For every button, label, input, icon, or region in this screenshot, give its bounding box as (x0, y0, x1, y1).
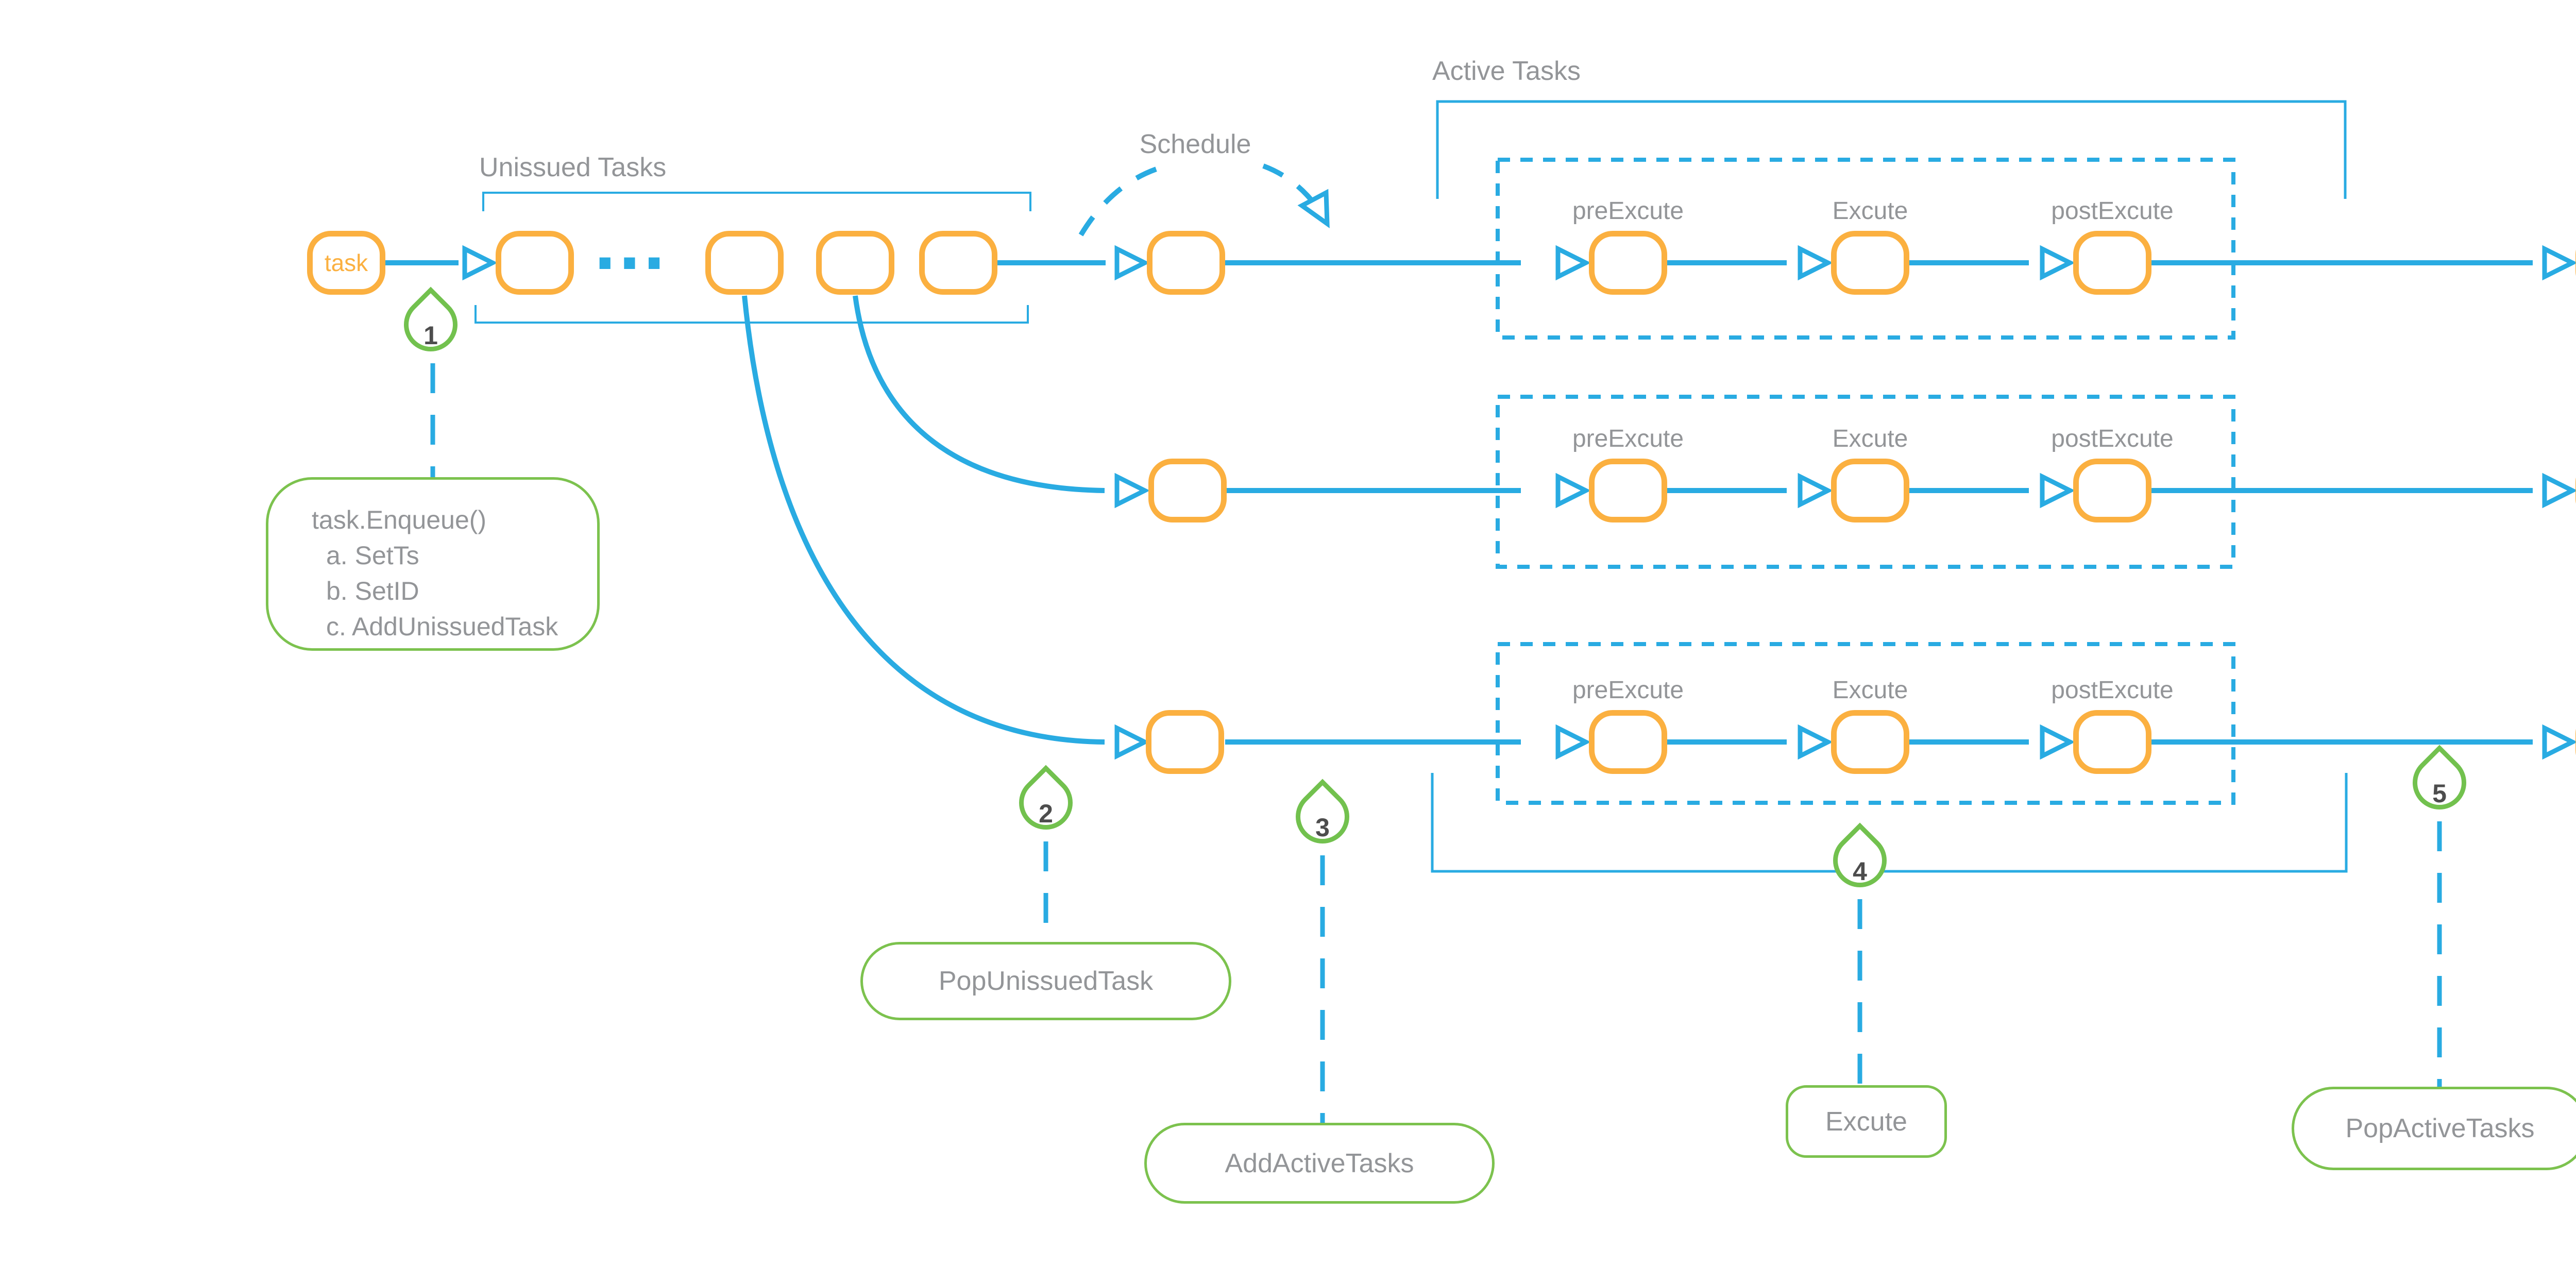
marker-2-number: 2 (1039, 799, 1053, 828)
unissued-tasks-title: Unissued Tasks (479, 153, 667, 182)
row1-preexcute-node (1589, 231, 1667, 295)
row2-excute-node (1831, 459, 1909, 522)
schedule-arc-left (1078, 162, 1172, 237)
schedule-arc-right (1262, 163, 1330, 225)
row1-start-node (1147, 231, 1225, 295)
queue-node-4 (919, 231, 997, 295)
pop-active-label: PopActiveTasks (2345, 1114, 2535, 1143)
row3-preexcute-node (1589, 710, 1667, 774)
arrowhead (1798, 473, 1834, 509)
row1-postexcute-node (2073, 231, 2151, 295)
row1-postexcute-label: postExcute (2051, 197, 2174, 225)
schedule-arrowhead (1297, 189, 1330, 228)
curve-queue-to-row2 (853, 295, 1105, 493)
row3-postexcute-label: postExcute (2051, 677, 2174, 704)
arrowhead (1114, 245, 1150, 281)
queue-node-2 (705, 231, 784, 295)
pop-unissued-label: PopUnissuedTask (938, 966, 1154, 996)
marker-1-number: 1 (423, 321, 438, 350)
queue-node-3 (816, 231, 894, 295)
row1-excute-node (1831, 231, 1909, 295)
callout-add-active-box: AddActiveTasks (1144, 1123, 1495, 1204)
row1-excute-label: Excute (1832, 197, 1908, 225)
excute-label: Excute (1825, 1106, 1907, 1137)
callout-pop-active-box: PopActiveTasks (2292, 1087, 2576, 1170)
arrowhead (1114, 724, 1150, 760)
enqueue-line-4: c. AddUnissuedTask (326, 612, 558, 641)
arrowhead (2040, 245, 2076, 281)
row3-execute-box (1496, 642, 2235, 805)
enqueue-line-2: a. SetTs (326, 541, 419, 570)
queue-node-1 (496, 231, 574, 295)
active-bracket-bottom (1431, 773, 2348, 873)
row2-preexcute-label: preExcute (1572, 425, 1684, 452)
callout-enqueue-box: task.Enqueue() a. SetTs b. SetID c. AddU… (266, 477, 600, 651)
row3-postexcute-node (2073, 710, 2151, 774)
arrowhead (2040, 724, 2076, 760)
arrowhead (1114, 473, 1150, 509)
row2-preexcute-node (1589, 459, 1667, 522)
task-node-label: task (324, 249, 368, 276)
arrowhead (1555, 724, 1591, 760)
arrowhead (1555, 245, 1591, 281)
row1-execute-box (1496, 158, 2235, 340)
marker-4-number: 4 (1853, 857, 1867, 886)
marker-5-number: 5 (2432, 779, 2447, 808)
arrowhead (1798, 724, 1834, 760)
active-tasks-title: Active Tasks (1432, 56, 1581, 86)
curve-queue-to-row3 (742, 295, 1105, 745)
row3-start-node (1146, 710, 1224, 774)
add-active-label: AddActiveTasks (1225, 1148, 1414, 1178)
arrowhead (2542, 724, 2576, 760)
marker-3-number: 3 (1315, 813, 1330, 842)
callout-pop-unissued-box: PopUnissuedTask (860, 942, 1231, 1020)
enqueue-line-3: b. SetID (326, 577, 419, 605)
task-node: task (307, 231, 385, 295)
row3-preexcute-label: preExcute (1572, 677, 1684, 704)
enqueue-line-1: task.Enqueue() (312, 505, 487, 534)
row3-excute-node (1831, 710, 1909, 774)
row2-postexcute-node (2073, 459, 2151, 522)
arrowhead (2542, 473, 2576, 509)
row2-execute-box (1496, 395, 2235, 569)
row2-excute-label: Excute (1832, 425, 1908, 452)
arrowhead (1555, 473, 1591, 509)
row3-excute-label: Excute (1832, 677, 1908, 704)
arrowhead (2542, 245, 2576, 281)
unissued-bracket-bottom (474, 305, 1029, 324)
arrowhead (1798, 245, 1834, 281)
callout-excute-box: Excute (1786, 1085, 1947, 1158)
row2-start-node (1148, 459, 1227, 522)
unissued-bracket-top (482, 192, 1031, 211)
queue-ellipsis: ... (594, 199, 668, 285)
row2-postexcute-label: postExcute (2051, 425, 2174, 452)
arrowhead (462, 245, 498, 281)
row1-preexcute-label: preExcute (1572, 197, 1684, 225)
arrowhead (2040, 473, 2076, 509)
active-bracket-top (1436, 100, 2347, 199)
schedule-label: Schedule (1139, 129, 1251, 159)
